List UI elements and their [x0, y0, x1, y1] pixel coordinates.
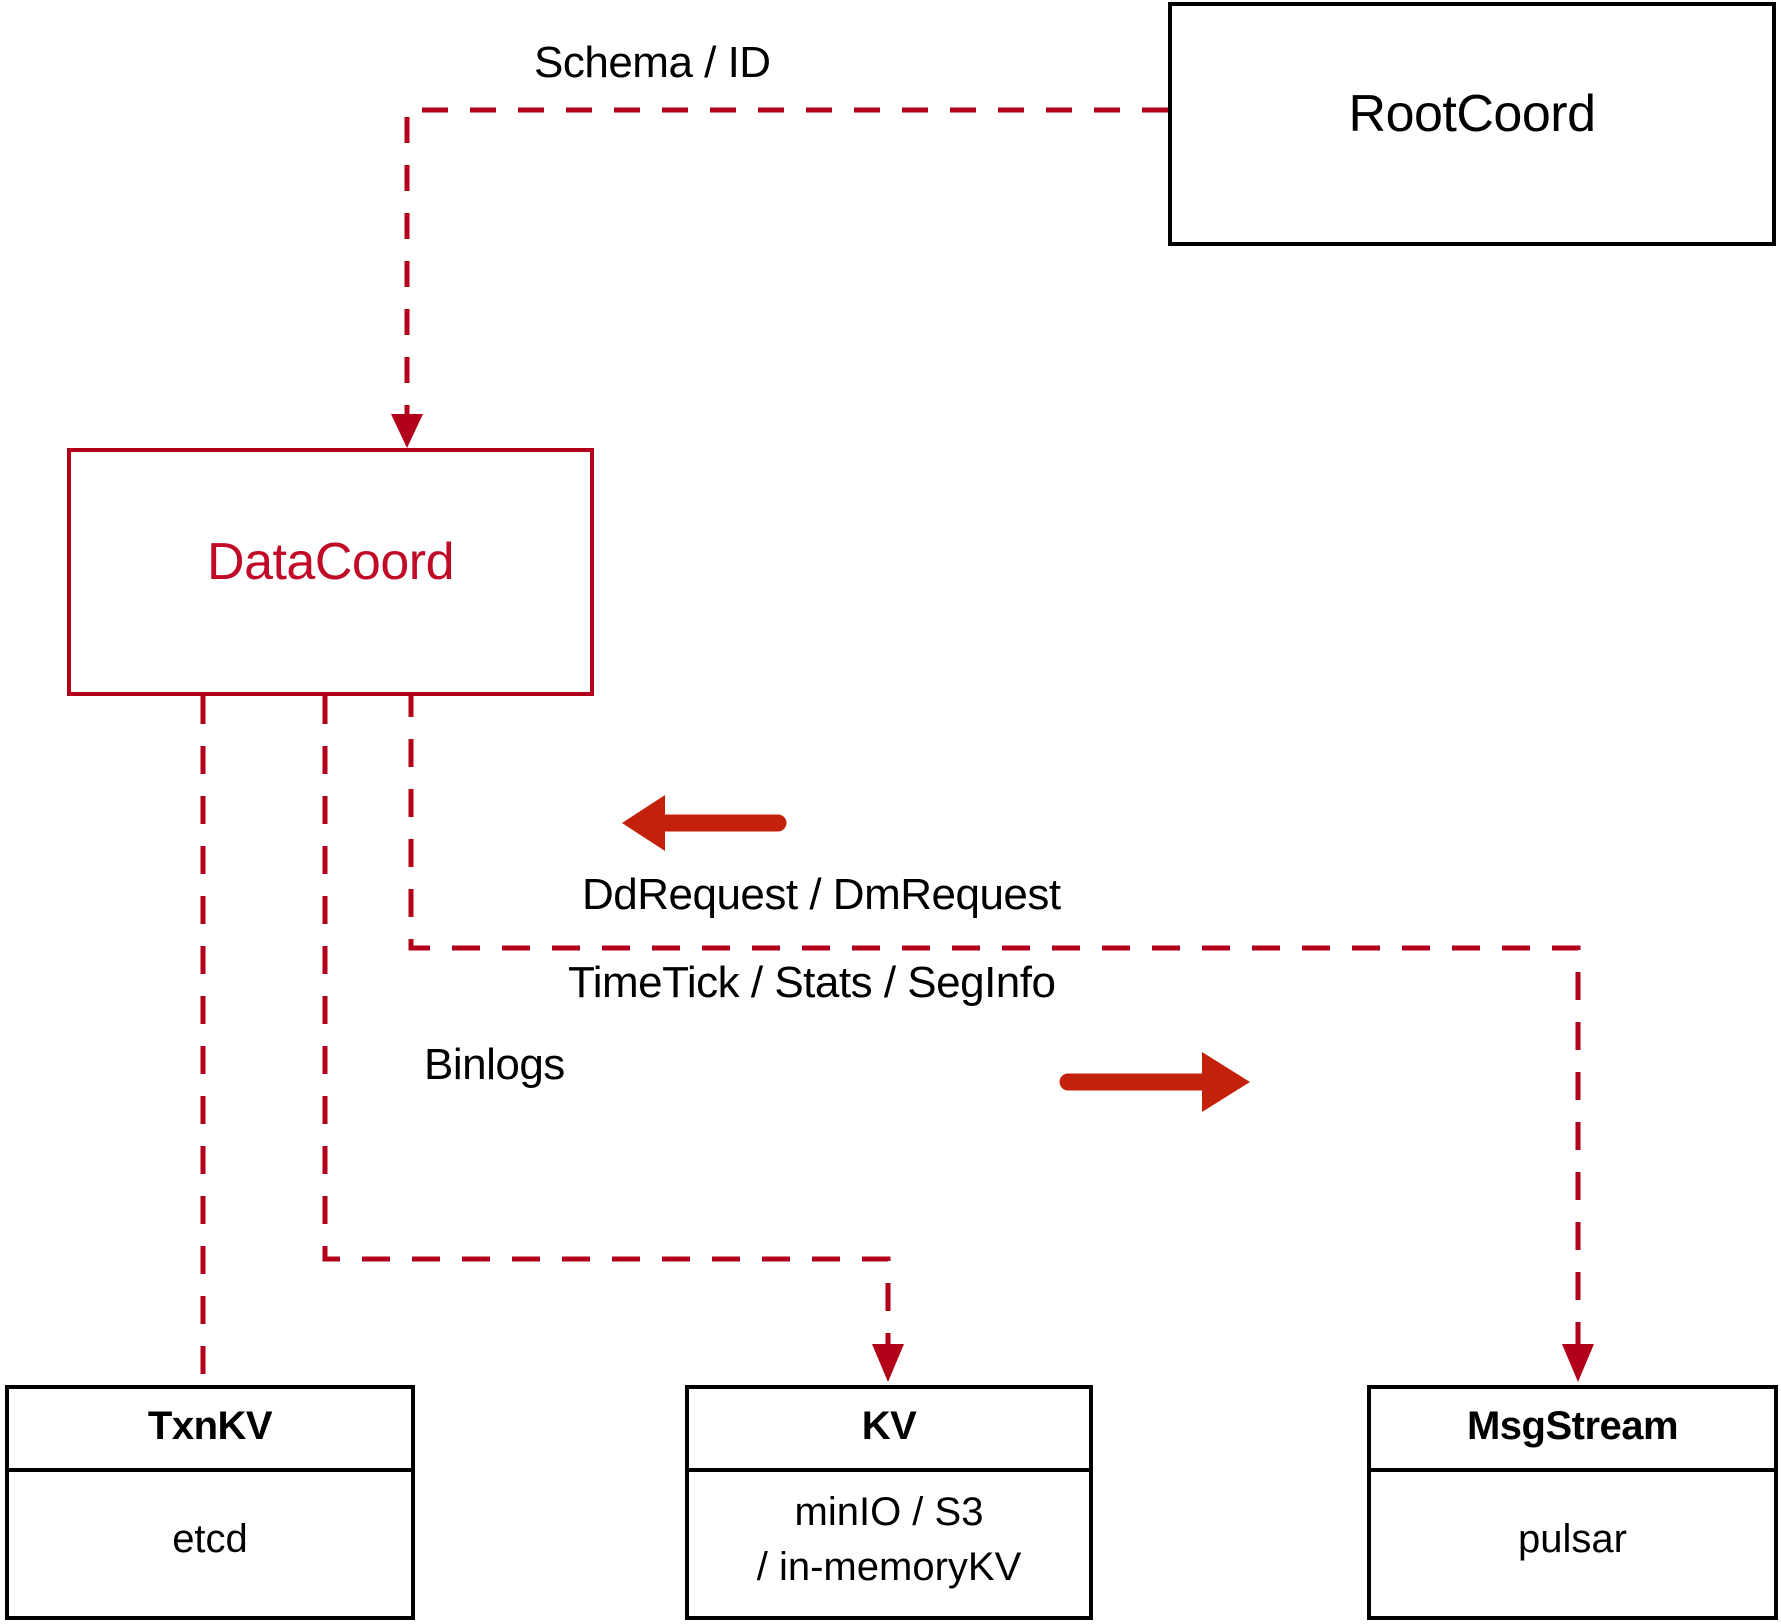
edge-schema-id [391, 107, 1168, 448]
inbound-flow-arrow [622, 795, 787, 851]
node-rootcoord-label: RootCoord [1348, 85, 1596, 143]
node-txnkv-subtitle: etcd [172, 1517, 248, 1561]
edge-msgstream-datacoord [395, 636, 1594, 1382]
node-msgstream-title: MsgStream [1466, 1404, 1679, 1448]
node-msgstream-divider [1371, 1468, 1774, 1472]
node-kv-subtitle-line2: / in-memoryKV [756, 1545, 1022, 1589]
node-msgstream[interactable]: MsgStream pulsar [1367, 1385, 1778, 1620]
node-datacoord[interactable]: DataCoord [67, 448, 594, 696]
edge-label-timetick-stats-seginfo: TimeTick / Stats / SegInfo [568, 958, 1056, 1007]
node-msgstream-subtitle: pulsar [1518, 1517, 1627, 1561]
node-kv-subtitle-line1: minIO / S3 [794, 1490, 984, 1534]
node-kv[interactable]: KV minIO / S3 / in-memoryKV [685, 1385, 1093, 1620]
node-txnkv-title: TxnKV [147, 1404, 273, 1448]
outbound-flow-arrow [1059, 1052, 1250, 1112]
node-kv-divider [689, 1468, 1089, 1472]
node-rootcoord[interactable]: RootCoord [1168, 2, 1776, 246]
edge-label-binlogs: Binlogs [424, 1040, 565, 1089]
edge-label-schema-id: Schema / ID [534, 38, 771, 87]
node-txnkv-divider [9, 1468, 411, 1472]
edge-label-ddrequest-dmrequest: DdRequest / DmRequest [582, 870, 1061, 919]
node-datacoord-label: DataCoord [207, 533, 454, 591]
node-txnkv[interactable]: TxnKV etcd [5, 1385, 415, 1620]
node-kv-title: KV [861, 1404, 917, 1448]
edge-binlogs [322, 696, 904, 1382]
